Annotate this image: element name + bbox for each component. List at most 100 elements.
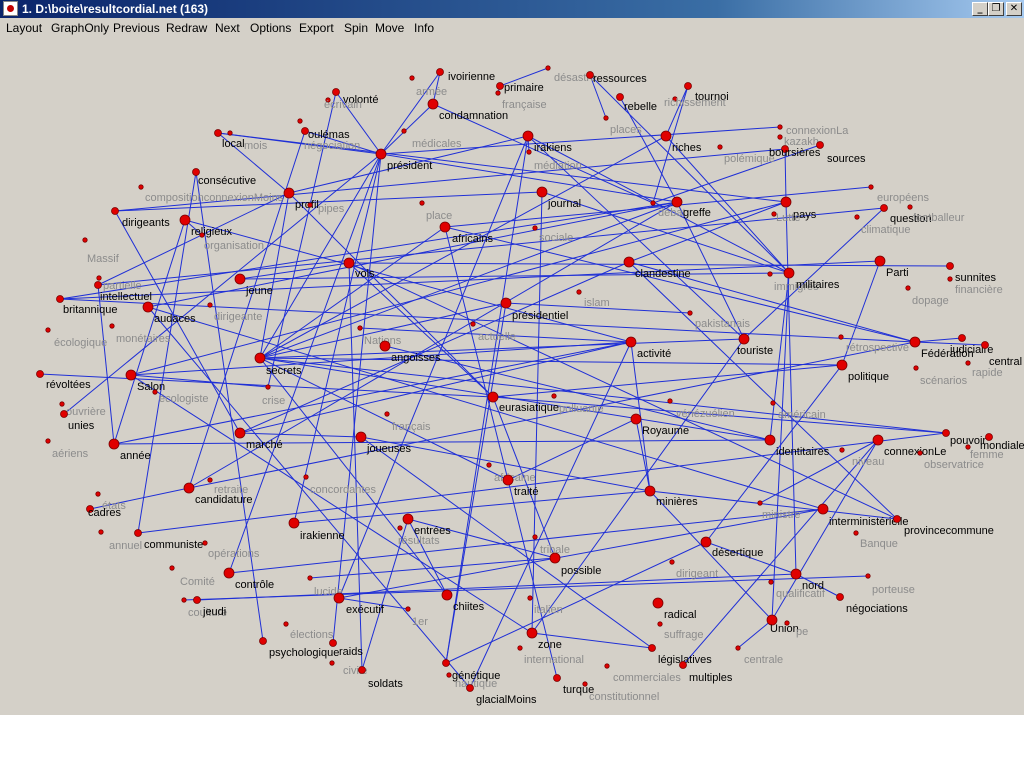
node-marker[interactable] <box>657 621 663 627</box>
graph-node-cadres[interactable]: cadres <box>86 505 122 519</box>
graph-node-psychologique[interactable]: psychologique <box>259 637 340 659</box>
node-marker[interactable] <box>816 141 824 149</box>
graph-node-dirigeants[interactable]: dirigeants <box>111 207 171 229</box>
close-button[interactable]: ✕ <box>1006 2 1022 16</box>
graph-node-nations[interactable]: Nations <box>357 325 402 347</box>
node-marker[interactable] <box>679 661 687 669</box>
graph-node-desastre[interactable]: désastre <box>545 65 596 84</box>
graph-node-debat[interactable]: débat <box>650 200 686 219</box>
node-marker[interactable] <box>766 614 778 626</box>
node-marker[interactable] <box>134 529 142 537</box>
node-marker[interactable] <box>965 444 971 450</box>
node-marker[interactable] <box>576 289 582 295</box>
graph-node-question[interactable]: question <box>880 204 932 225</box>
graph-node-greffe[interactable]: greffe <box>671 196 711 219</box>
node-marker[interactable] <box>355 431 367 443</box>
node-marker[interactable] <box>942 429 950 437</box>
graph-node-genetique[interactable]: génétique <box>442 659 501 682</box>
graph-node-desertique[interactable]: désertique <box>700 536 763 559</box>
graph-node-joueuses[interactable]: joueuses <box>355 431 412 455</box>
node-marker[interactable] <box>781 145 789 153</box>
node-marker[interactable] <box>343 257 355 269</box>
graph-node-ivoirienne[interactable]: ivoirienne <box>436 68 496 83</box>
node-marker[interactable] <box>152 389 158 395</box>
node-marker[interactable] <box>536 186 548 198</box>
node-marker[interactable] <box>687 310 693 316</box>
graph-node-raids[interactable]: raids <box>329 639 364 658</box>
graph-node-islam[interactable]: islam <box>576 289 610 309</box>
node-marker[interactable] <box>94 281 102 289</box>
graph-node-operations[interactable]: opérations <box>202 540 260 560</box>
node-marker[interactable] <box>917 450 923 456</box>
graph-node-controle[interactable]: contrôle <box>223 567 274 591</box>
node-marker[interactable] <box>553 674 561 682</box>
node-marker[interactable] <box>283 187 295 199</box>
graph-node-retrospective[interactable]: rétrospective <box>838 334 909 354</box>
graph-node-zone[interactable]: zone <box>526 627 562 651</box>
graph-node-negociations[interactable]: négociations <box>836 593 909 615</box>
node-marker[interactable] <box>183 482 195 494</box>
graph-node-immigres[interactable]: immigrés <box>767 271 819 293</box>
node-marker[interactable] <box>500 297 512 309</box>
graph-node-commerciales[interactable]: commerciales <box>604 663 682 684</box>
graph-node-concordantes[interactable]: concordantes <box>303 474 377 496</box>
node-marker[interactable] <box>784 620 790 626</box>
node-marker[interactable] <box>913 365 919 371</box>
node-marker[interactable] <box>470 321 476 327</box>
node-marker[interactable] <box>265 384 271 390</box>
node-marker[interactable] <box>45 327 51 333</box>
menu-redraw[interactable]: Redraw <box>166 21 208 35</box>
graph-node-secrets[interactable]: secrets <box>254 352 302 377</box>
graph-node-boursieres[interactable]: boursières <box>769 145 821 159</box>
node-marker[interactable] <box>780 196 792 208</box>
node-marker[interactable] <box>623 256 635 268</box>
graph-node-etats[interactable]: états <box>95 491 127 512</box>
node-marker[interactable] <box>838 334 844 340</box>
graph-node-international[interactable]: international <box>517 645 584 666</box>
menu-spin[interactable]: Spin <box>344 21 369 35</box>
graph-node-possible[interactable]: possible <box>549 552 601 577</box>
graph-node-touriste[interactable]: touriste <box>737 333 773 357</box>
graph-node-multiples[interactable]: multiples <box>679 661 733 684</box>
node-marker[interactable] <box>397 525 403 531</box>
graph-node-places[interactable]: places <box>603 115 642 136</box>
node-marker[interactable] <box>223 567 235 579</box>
node-marker[interactable] <box>288 517 300 529</box>
graph-node-richissement[interactable]: richissement <box>664 96 726 109</box>
node-marker[interactable] <box>109 323 115 329</box>
node-marker[interactable] <box>199 232 205 238</box>
node-marker[interactable] <box>307 575 313 581</box>
graph-node-ecrivain[interactable]: écrivain <box>324 97 362 111</box>
node-marker[interactable] <box>981 341 989 349</box>
graph-node-vols[interactable]: vols <box>343 257 375 280</box>
node-marker[interactable] <box>909 336 921 348</box>
graph-node-journal[interactable]: journal <box>536 186 581 210</box>
graph-node-tournoi[interactable]: tournoi <box>684 82 729 103</box>
node-marker[interactable] <box>616 93 624 101</box>
menu-graphonly[interactable]: GraphOnly <box>51 21 110 35</box>
graph-node-suffrage[interactable]: suffrage <box>657 621 704 641</box>
graph-node-dirigeant[interactable]: dirigeant <box>669 559 718 580</box>
node-marker[interactable] <box>667 398 673 404</box>
graph-node-monetaires[interactable]: monétaires <box>109 323 171 345</box>
node-marker[interactable] <box>836 359 848 371</box>
network-graph[interactable]: ivoirienneprimairedésastreressourcestour… <box>0 38 1024 715</box>
graph-node-mediation[interactable]: médiation <box>526 149 582 172</box>
node-marker[interactable] <box>652 597 664 609</box>
graph-node-climatique[interactable]: climatique <box>854 214 911 236</box>
node-marker[interactable] <box>358 666 366 674</box>
graph-node-central[interactable]: central <box>981 341 1023 368</box>
graph-node-minieres[interactable]: minières <box>644 485 698 508</box>
node-marker[interactable] <box>783 267 795 279</box>
graph-node-provincecommune[interactable]: provincecommune <box>893 515 994 537</box>
graph-node-connexionla[interactable]: connexionLa <box>777 124 849 137</box>
node-marker[interactable] <box>375 148 387 160</box>
graph-node-unies[interactable]: unies <box>60 410 95 432</box>
node-marker[interactable] <box>872 434 884 446</box>
node-marker[interactable] <box>283 621 289 627</box>
node-marker[interactable] <box>738 333 750 345</box>
node-marker[interactable] <box>854 214 860 220</box>
graph-node-irakiens[interactable]: irakiens <box>522 130 572 154</box>
graph-node-centrale[interactable]: centrale <box>735 645 783 666</box>
graph-node-constitutionnel[interactable]: constitutionnel <box>582 681 660 703</box>
